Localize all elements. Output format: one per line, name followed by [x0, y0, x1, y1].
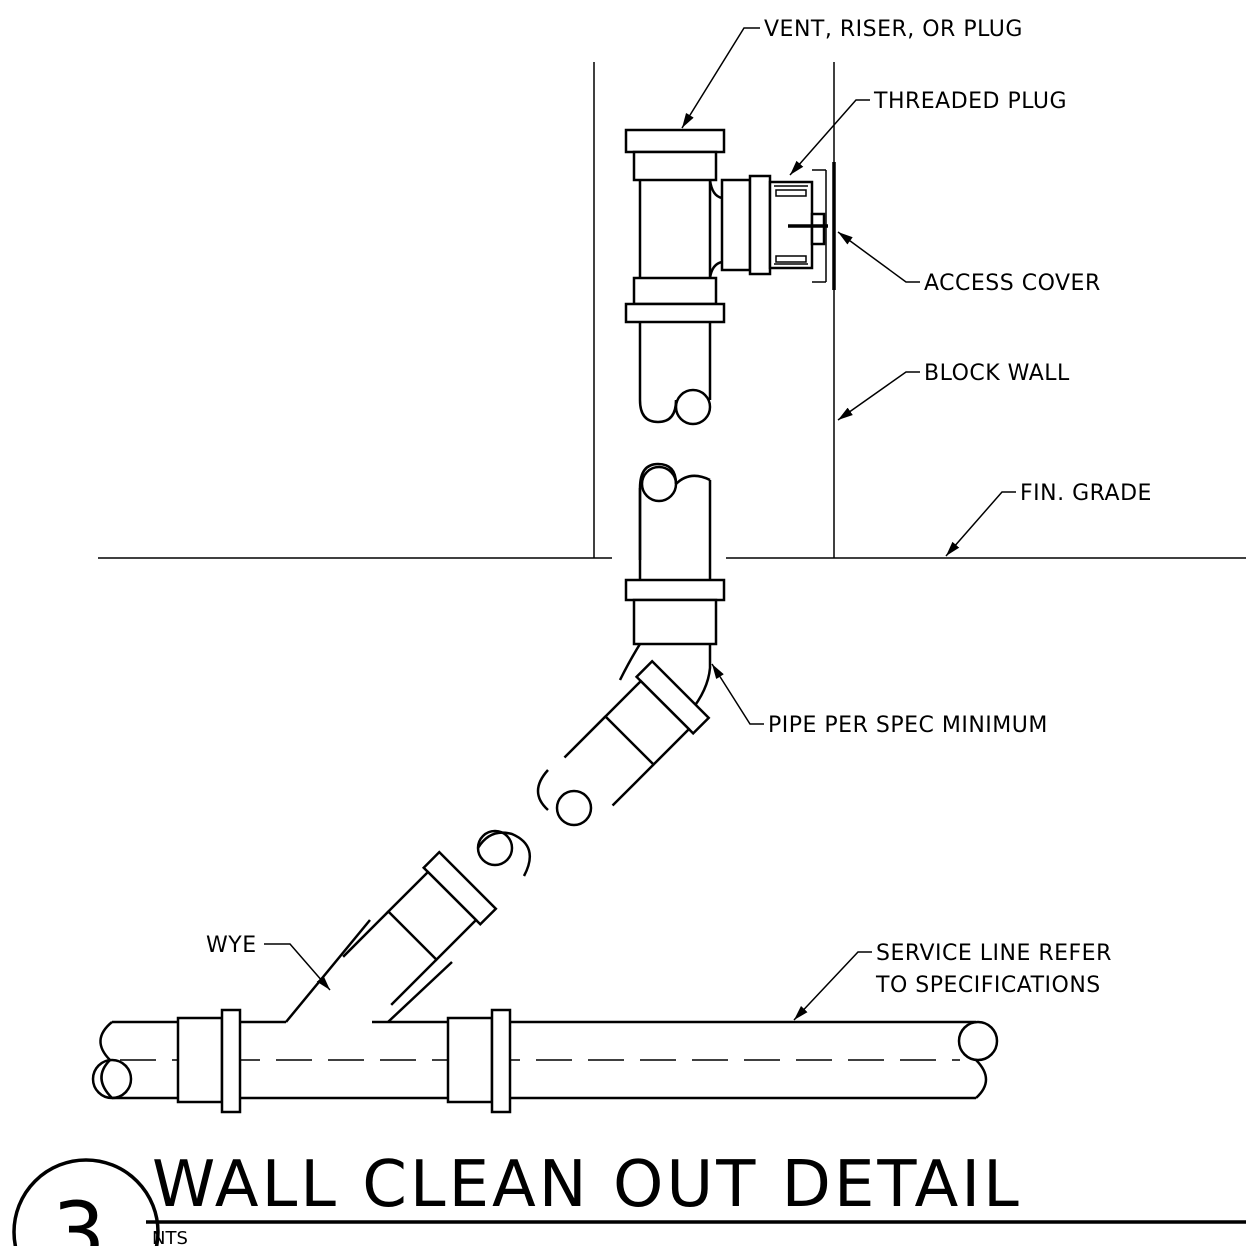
wall-lines — [593, 62, 835, 558]
detail-number: 3 — [52, 1184, 105, 1246]
service-line — [91, 1008, 999, 1114]
riser-pipe-lower — [624, 462, 726, 646]
detail-title: WALL CLEAN OUT DETAIL — [152, 1148, 1022, 1222]
title-block: 3 WALL CLEAN OUT DETAIL NTS — [12, 1148, 1246, 1246]
finish-grade-label: FIN. GRADE — [1020, 481, 1152, 506]
elbow-45 — [536, 643, 712, 827]
scale-note: NTS — [152, 1228, 188, 1246]
wye-branch — [285, 829, 532, 1024]
leader-lines — [264, 27, 1016, 1021]
cleanout-tee — [624, 128, 726, 426]
threaded-plug — [720, 169, 828, 283]
threaded-plug-label: THREADED PLUG — [873, 89, 1067, 114]
access-cover-label: ACCESS COVER — [924, 271, 1101, 296]
block-wall-label: BLOCK WALL — [924, 361, 1070, 386]
vent-riser-plug-label: VENT, RISER, OR PLUG — [764, 17, 1023, 42]
pipe-spec-label: PIPE PER SPEC MINIMUM — [768, 713, 1048, 738]
wye-label: WYE — [206, 933, 257, 958]
service-line-label-1: SERVICE LINE REFER — [876, 941, 1112, 966]
service-line-label-2: TO SPECIFICATIONS — [875, 973, 1101, 998]
